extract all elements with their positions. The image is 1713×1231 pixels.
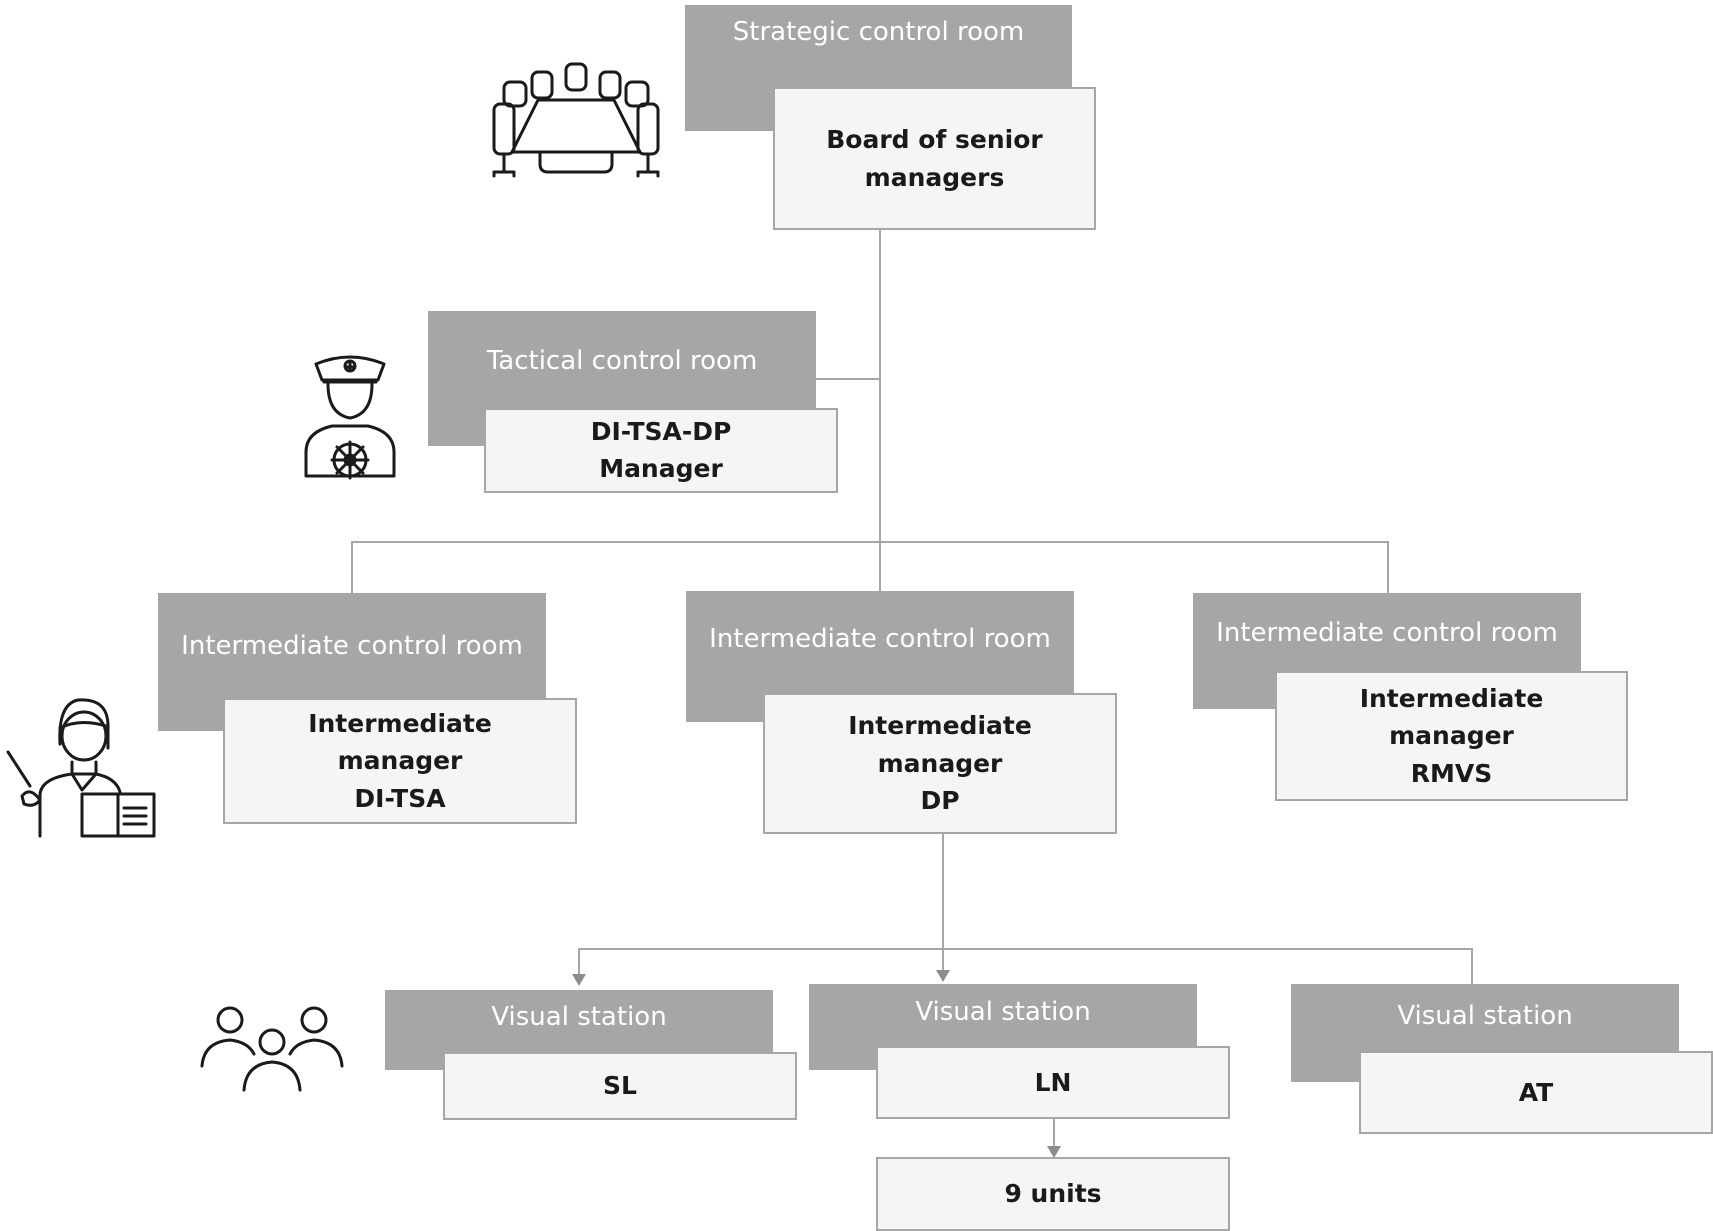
intermediate-left-header-label: Intermediate control room [181, 631, 523, 661]
connector-line [1387, 541, 1389, 593]
visual-station-at-label: AT [1518, 1077, 1554, 1107]
connector-line [351, 541, 353, 593]
units-box: 9 units [876, 1157, 1230, 1231]
captain-icon [300, 352, 400, 480]
strategic-header-label: Strategic control room [732, 17, 1025, 47]
intermediate-right-line-3: RMVS [1410, 758, 1493, 788]
visual-station-ln-box: LN [876, 1046, 1230, 1119]
strategic-control-room-header: Strategic control room [685, 5, 1072, 131]
teacher-icon [6, 690, 156, 838]
connector-line [879, 229, 881, 542]
intermediate-left-line-1: Intermediate [308, 708, 492, 738]
tactical-header-label: Tactical control room [486, 346, 758, 376]
arrow-head-icon [572, 974, 586, 986]
conference-table-icon [490, 60, 662, 180]
tactical-line-2: Manager [599, 453, 723, 483]
intermediate-center-line-3: DP [920, 786, 960, 816]
intermediate-left-line-3: DI-TSA [354, 783, 446, 813]
units-label: 9 units [1004, 1179, 1102, 1209]
board-line-2: managers [864, 162, 1005, 192]
intermediate-right-line-2: manager [1389, 721, 1514, 751]
visual-station-sl-box: SL [443, 1052, 797, 1120]
connector-line [879, 541, 881, 591]
connector-line [578, 948, 1473, 950]
connector-line [942, 834, 944, 970]
connector-line [578, 948, 580, 974]
intermediate-left-line-2: manager [337, 746, 463, 776]
intermediate-center-manager-box: Intermediate manager DP [763, 693, 1117, 834]
visual-station-at-header-label: Visual station [1397, 1001, 1573, 1031]
arrow-head-icon [1047, 1146, 1061, 1158]
connector-line [1471, 948, 1473, 984]
intermediate-left-manager-box: Intermediate manager DI-TSA [223, 698, 577, 824]
board-of-senior-managers-box: Board of senior managers [773, 87, 1096, 230]
team-icon [200, 1004, 344, 1092]
intermediate-center-header-label: Intermediate control room [709, 624, 1051, 654]
connector-line [351, 541, 1389, 543]
connector-line [1053, 1118, 1055, 1146]
intermediate-right-manager-box: Intermediate manager RMVS [1275, 671, 1628, 801]
visual-station-sl-header-label: Visual station [491, 1002, 667, 1032]
intermediate-right-line-1: Intermediate [1359, 683, 1544, 713]
intermediate-center-line-2: manager [877, 748, 1003, 778]
visual-station-sl-label: SL [603, 1071, 637, 1101]
connector-line [815, 378, 881, 380]
visual-station-ln-label: LN [1034, 1067, 1072, 1097]
visual-station-at-box: AT [1359, 1051, 1713, 1134]
tactical-manager-box: DI-TSA-DP Manager [484, 408, 838, 493]
tactical-line-1: DI-TSA-DP [590, 417, 732, 447]
board-line-1: Board of senior [826, 125, 1043, 154]
visual-station-ln-header-label: Visual station [915, 997, 1091, 1027]
intermediate-center-line-1: Intermediate [848, 711, 1032, 741]
arrow-head-icon [936, 970, 950, 982]
intermediate-right-header-label: Intermediate control room [1216, 618, 1558, 648]
